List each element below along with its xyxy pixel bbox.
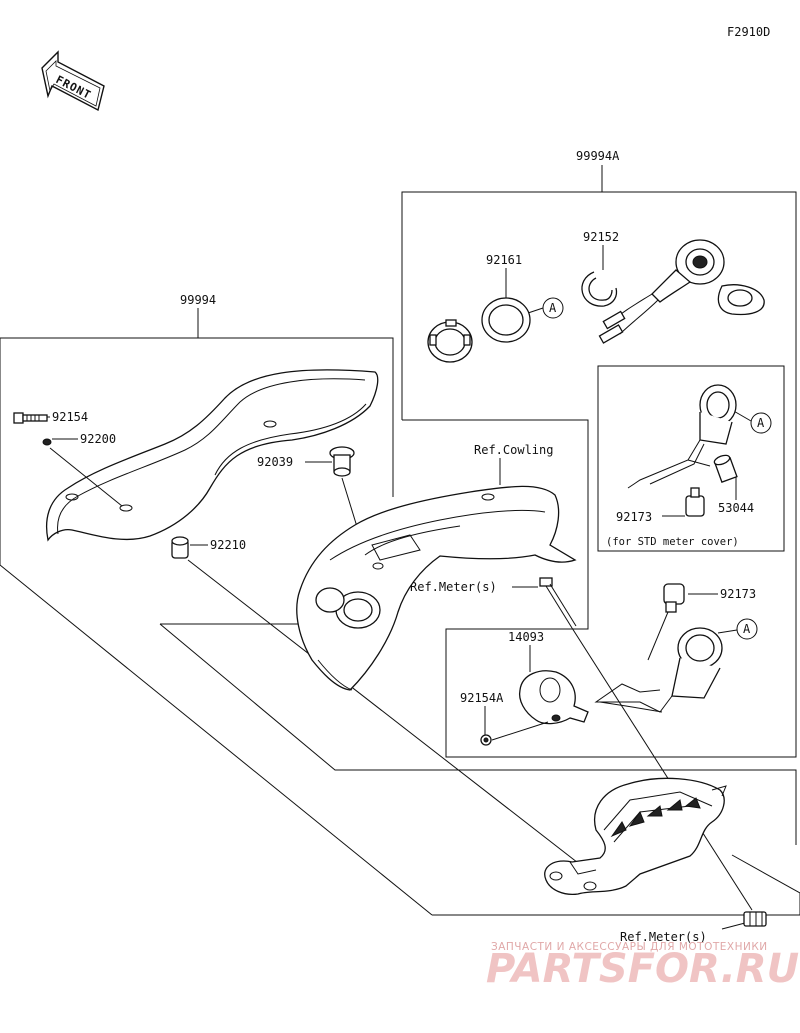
std-meter-bracket-part	[627, 384, 737, 489]
screw-92154A-part	[480, 734, 492, 746]
label-92210: 92210	[210, 538, 246, 552]
label-99994: 99994	[180, 293, 216, 307]
label-92173: 92173	[720, 587, 756, 601]
label-53044: 53044	[718, 501, 754, 515]
kit-99994A-outline	[401, 191, 797, 758]
cover-14093-part	[518, 670, 589, 725]
label-14093: 14093	[508, 630, 544, 644]
leader-meter-bolt	[571, 627, 753, 911]
lock-nut-part	[427, 319, 473, 363]
label-99994A: 99994A	[576, 149, 620, 163]
tube-53044-part	[713, 454, 738, 483]
leader-92173	[647, 611, 669, 661]
ref-meter-label-1: Ref.Meter(s)	[410, 580, 497, 594]
callout-a-2: A	[731, 409, 772, 434]
std-meter-cover-box	[597, 365, 785, 552]
meter-bolt-part	[539, 577, 577, 629]
svg-text:A: A	[743, 622, 751, 636]
leader-92154A	[491, 721, 549, 741]
windscreen-part	[45, 369, 379, 542]
kit-99994-outline	[0, 337, 800, 916]
leader-92210	[187, 559, 601, 881]
label-92173-std: 92173	[616, 510, 652, 524]
label-92039: 92039	[257, 455, 293, 469]
clamp-92173-std-part	[685, 487, 705, 517]
ref-cowling-label: Ref.Cowling	[474, 443, 553, 457]
std-meter-cover-note: (for STD meter cover)	[606, 536, 739, 548]
label-92154: 92154	[52, 410, 88, 424]
usb-socket-part	[598, 239, 765, 344]
collar-92210-part	[171, 536, 189, 559]
label-92152: 92152	[583, 230, 619, 244]
cowling-part	[296, 485, 577, 691]
callout-a-3: A	[717, 618, 758, 640]
watermark-caption: ЗАПЧАСТИ И АКСЕССУАРЫ ДЛЯ МОТОТЕХНИКИ	[491, 941, 768, 953]
leader-92039	[341, 477, 359, 531]
front-arrow-icon	[41, 50, 105, 112]
watermark-brand: PARTSFOR.RU	[486, 946, 799, 992]
grommet-92039-part	[329, 446, 355, 477]
label-92154A: 92154A	[460, 691, 504, 705]
svg-text:A: A	[549, 301, 557, 315]
callout-a-1: A	[524, 297, 564, 319]
clamp-92173-part	[663, 583, 685, 613]
meter-grommet-part	[743, 911, 767, 927]
label-92200: 92200	[80, 432, 116, 446]
lower-stay-part	[544, 777, 727, 896]
washer-92200-part	[42, 438, 52, 446]
svg-text:A: A	[757, 416, 765, 430]
leader-92200-to-screen	[49, 447, 123, 507]
label-92161: 92161	[486, 253, 522, 267]
bolt-92154-part	[13, 412, 48, 424]
ref-meter-label-2: Ref.Meter(s)	[620, 930, 707, 944]
meter-bracket-part	[594, 627, 723, 713]
figure-code: F2910D	[727, 25, 770, 39]
ring-92161-part	[481, 297, 531, 343]
clip-92152-part	[581, 271, 618, 307]
